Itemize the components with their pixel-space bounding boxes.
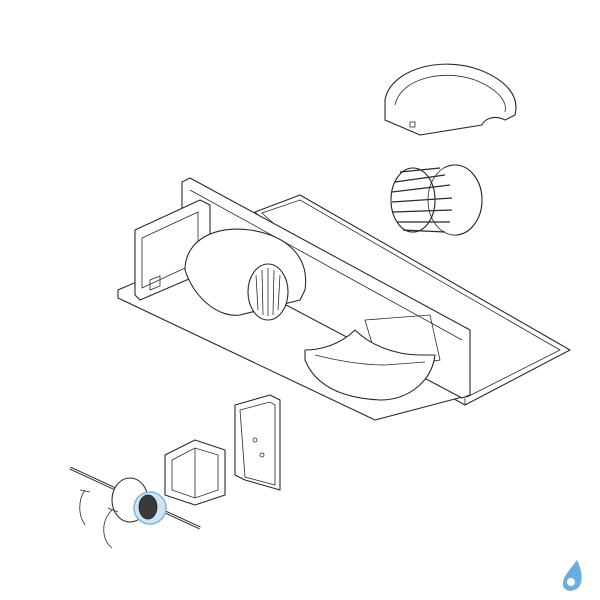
water-drop-icon [562, 560, 582, 591]
blower-wheel [390, 164, 483, 236]
control-bracket-plate [234, 394, 281, 491]
blower-scroll-right [304, 329, 436, 401]
motor-mount [164, 439, 226, 506]
mounting-clips [79, 489, 119, 549]
blower-scroll-left [184, 228, 307, 321]
motor-with-shaft [69, 466, 201, 530]
blower-cover [384, 63, 517, 136]
